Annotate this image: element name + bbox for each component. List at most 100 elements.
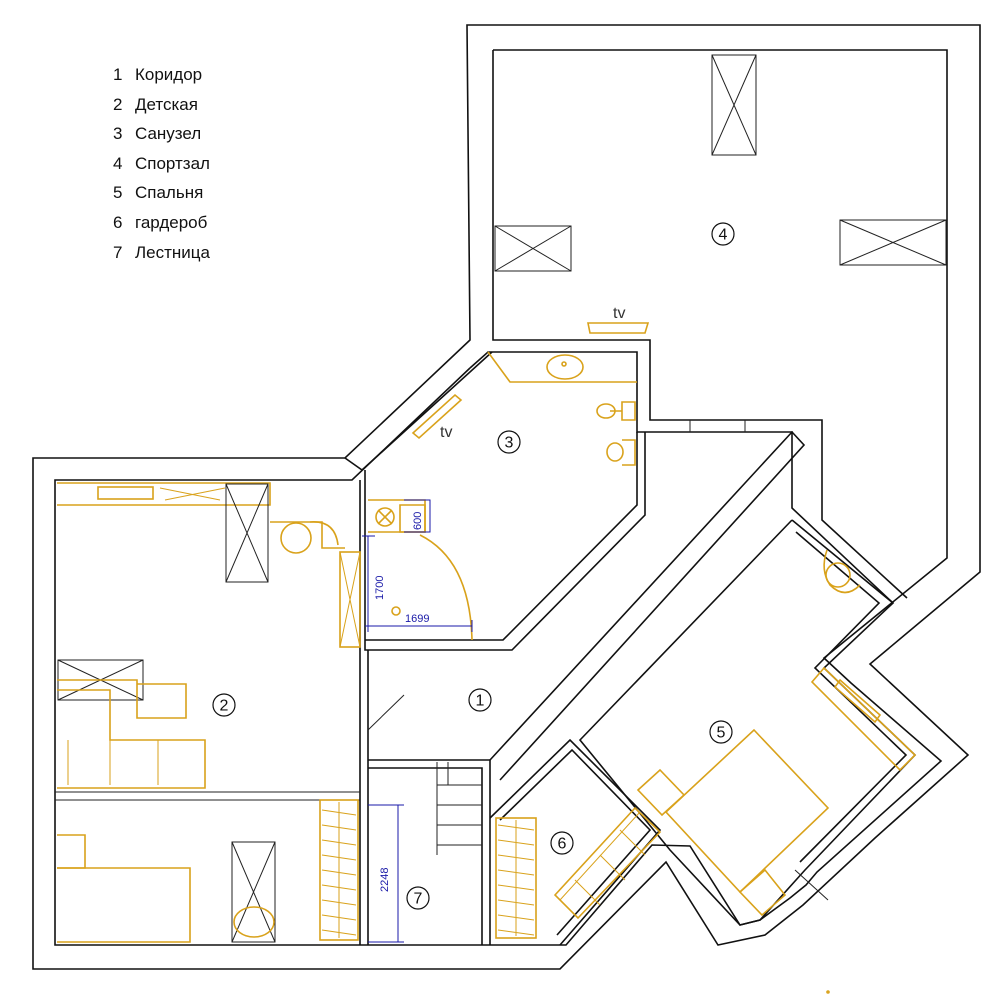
kids-tv xyxy=(97,486,154,500)
dimensions: 600 1700 1699 2248 xyxy=(362,499,473,943)
kids-closet-hangers xyxy=(321,802,357,938)
outer-wall xyxy=(32,24,981,970)
shower-head xyxy=(375,507,395,527)
bath-sink xyxy=(546,354,584,380)
legend-number: 4 xyxy=(113,153,123,173)
kids-chair-back xyxy=(309,521,339,546)
kids-bookshelf xyxy=(339,551,361,648)
room-marker-circle xyxy=(406,886,430,910)
bedroom-nightstand-right xyxy=(738,868,787,917)
kids-bed xyxy=(57,867,191,943)
walls xyxy=(32,24,981,970)
room-marker-circle xyxy=(709,720,733,744)
dim-1700-line xyxy=(362,535,375,632)
legend-number: 5 xyxy=(113,183,123,203)
kids-room-divider xyxy=(55,791,360,801)
room-number: 1 xyxy=(476,693,485,710)
room-number: 7 xyxy=(414,891,423,908)
bathroom-diagonal-wall xyxy=(344,351,493,472)
room-marker-7: 7 xyxy=(406,886,430,910)
tv-gym-label: tv xyxy=(613,305,625,322)
stair-steps xyxy=(436,762,482,855)
gym-mat-right-cross xyxy=(839,219,947,266)
bedroom-nightstand-left xyxy=(636,768,686,817)
legend-label: Коридор xyxy=(135,65,203,84)
corridor-bedroom-wall xyxy=(489,430,806,781)
tv-bathroom-label: tv xyxy=(440,424,452,441)
legend-label: Лестница xyxy=(135,242,210,262)
dim-1699-label: 1699 xyxy=(405,613,429,625)
legend-number: 6 xyxy=(113,212,123,232)
room-marker-2: 2 xyxy=(212,693,236,717)
bedroom-bed xyxy=(664,728,830,894)
bedroom-window xyxy=(794,869,829,901)
bedroom-armchair-seat xyxy=(825,562,851,588)
gym-mat-right xyxy=(839,219,947,266)
room-marker-circle xyxy=(212,693,236,717)
room-marker-5: 5 xyxy=(709,720,733,744)
gym-mat-left-cross xyxy=(494,225,572,272)
room-number: 2 xyxy=(220,698,229,715)
kids-nightstand xyxy=(57,834,86,869)
bedroom-armchair xyxy=(823,549,861,594)
room-number: 3 xyxy=(505,435,514,452)
wardrobe-hangers xyxy=(497,820,535,936)
kids-sofa xyxy=(57,689,206,789)
kids-chair xyxy=(280,522,312,554)
wardrobe-shelf-cells xyxy=(559,811,646,906)
room-marker-4: 4 xyxy=(711,222,735,246)
legend-number: 3 xyxy=(113,124,123,144)
wardrobe-wall xyxy=(489,738,662,946)
dim-2248-label: 2248 xyxy=(379,868,391,892)
tv-bathroom xyxy=(411,393,463,440)
kids-sofa-cushions xyxy=(67,740,159,785)
dim-1699-line xyxy=(365,620,473,632)
legend-item: 3 Санузел xyxy=(113,119,210,149)
gym-door-ticks xyxy=(689,420,746,432)
kids-window-top xyxy=(225,483,269,583)
bedroom-wall-inner xyxy=(795,531,908,863)
gym-mat-left xyxy=(494,225,572,272)
legend-item: 2 Детская xyxy=(113,90,210,120)
kids-closet xyxy=(319,799,359,941)
stair-wall xyxy=(368,759,491,945)
gym-bath-wall xyxy=(492,50,908,599)
legend-number: 2 xyxy=(113,94,123,114)
dim-600-label: 600 xyxy=(412,512,424,530)
bathroom-south-wall-inner xyxy=(365,432,638,641)
room-marker-circle xyxy=(468,688,492,712)
bath-sink-drain xyxy=(561,361,567,367)
wardrobe-shelf xyxy=(553,806,662,920)
legend-label: гардероб xyxy=(135,212,208,232)
kids-wardrobe xyxy=(57,482,271,506)
kids-window-bottom-cross xyxy=(231,841,276,943)
kids-room-wall xyxy=(359,480,369,945)
dim-1700-label: 1700 xyxy=(374,576,386,600)
room-marker-circle xyxy=(711,222,735,246)
dim-2248-line xyxy=(368,804,404,943)
bedroom-tv xyxy=(833,678,882,724)
gym-mat-top xyxy=(711,54,757,156)
bath-toilet-tank xyxy=(610,401,636,421)
kids-wardrobe-hatch xyxy=(159,487,226,501)
dim-600-line xyxy=(404,499,431,533)
bedroom-dresser xyxy=(810,666,917,772)
shower-drain xyxy=(391,606,401,616)
legend-label: Санузел xyxy=(135,124,202,144)
wardrobe-hanging-rail xyxy=(495,817,537,939)
shower-door-arc xyxy=(419,534,473,641)
room-number: 4 xyxy=(719,227,728,244)
room-marker-circle xyxy=(497,430,521,454)
gym-bath-wall-inner xyxy=(469,351,894,604)
room-marker-1: 1 xyxy=(468,688,492,712)
room-number: 6 xyxy=(558,836,567,853)
kids-window-bottom xyxy=(231,841,276,943)
stairs xyxy=(436,762,482,855)
legend-label: Детская xyxy=(135,94,198,114)
